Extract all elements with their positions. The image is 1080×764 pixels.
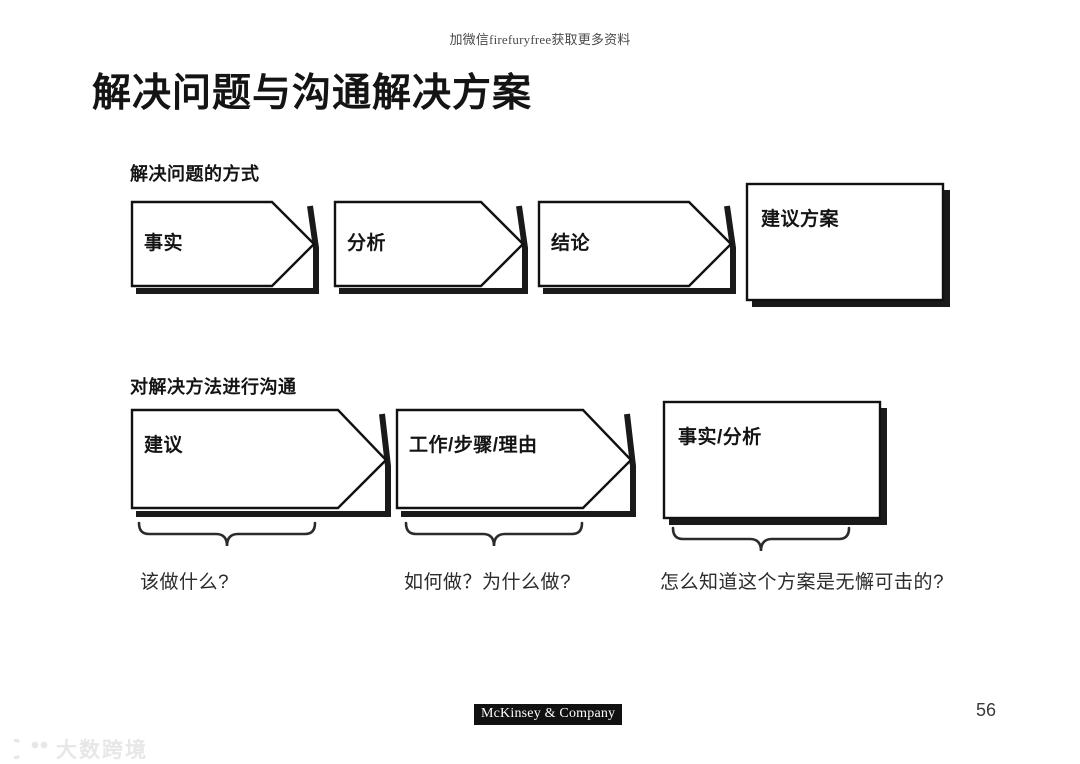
caption-what-to-do: 该做什么? bbox=[140, 572, 230, 593]
brace-recommendation bbox=[136, 520, 318, 558]
flow-step-label: 建议方案 bbox=[761, 209, 840, 230]
flow-step-facts[interactable]: 事实 bbox=[130, 200, 320, 295]
caption-how-and-why: 如何做？为什么做? bbox=[404, 572, 572, 593]
comm-step-facts-analysis[interactable]: 事实/分析 bbox=[662, 400, 888, 526]
flow-step-recommendation[interactable]: 建议方案 bbox=[745, 182, 951, 308]
brace-facts-analysis bbox=[670, 525, 852, 563]
comm-step-label: 工作/步骤/理由 bbox=[409, 435, 538, 456]
page-number: 56 bbox=[975, 700, 996, 720]
flow-step-label: 结论 bbox=[551, 233, 591, 254]
section-label-problem-solving: 解决问题的方式 bbox=[130, 164, 260, 184]
page-title: 解决问题与沟通解决方案 bbox=[92, 71, 533, 116]
comm-step-label: 事实/分析 bbox=[678, 427, 762, 448]
mckinsey-logo: McKinsey & Company bbox=[474, 704, 623, 725]
comm-step-work-steps-reasons[interactable]: 工作/步骤/理由 bbox=[395, 408, 637, 518]
flow-step-conclusion[interactable]: 结论 bbox=[537, 200, 737, 295]
top-watermark-note: 加微信firefuryfree获取更多资料 bbox=[449, 32, 631, 47]
corner-watermark: 大数跨境 bbox=[14, 734, 148, 764]
watermark-logo-icon bbox=[14, 738, 48, 760]
section-label-communication: 对解决方法进行沟通 bbox=[130, 377, 297, 397]
caption-how-do-we-know: 怎么知道这个方案是无懈可击的? bbox=[660, 572, 945, 593]
brace-work-steps-reasons bbox=[403, 520, 585, 558]
flow-step-label: 事实 bbox=[144, 233, 184, 254]
comm-step-label: 建议 bbox=[144, 435, 184, 456]
comm-step-recommendation[interactable]: 建议 bbox=[130, 408, 392, 518]
watermark-text: 大数跨境 bbox=[56, 739, 148, 762]
flow-step-label: 分析 bbox=[347, 233, 387, 254]
flow-step-analysis[interactable]: 分析 bbox=[333, 200, 529, 295]
